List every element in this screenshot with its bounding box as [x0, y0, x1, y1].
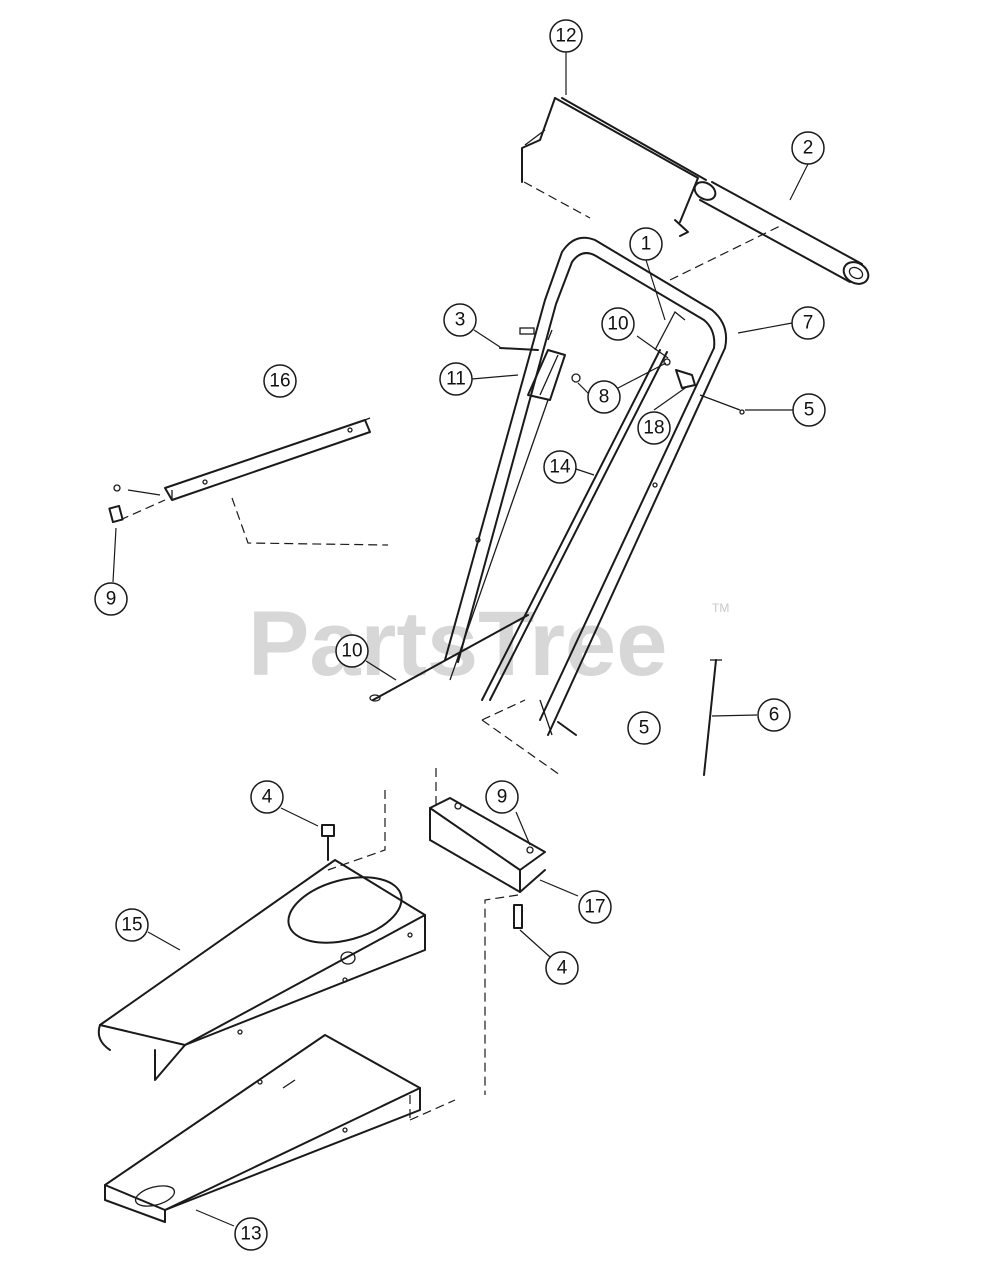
callout-10-lower: 10 [335, 634, 369, 668]
watermark-trademark: TM [712, 601, 729, 615]
svg-text:4: 4 [262, 787, 273, 808]
svg-text:16: 16 [269, 371, 290, 392]
leader-lines [112, 50, 809, 1227]
callout-8: 8 [587, 380, 621, 414]
callout-17: 17 [578, 890, 612, 924]
part-10-cable [369, 614, 529, 702]
svg-text:2: 2 [803, 138, 814, 159]
callout-3: 3 [443, 303, 477, 337]
svg-text:11: 11 [446, 369, 466, 390]
svg-text:10: 10 [341, 641, 362, 662]
callout-13: 13 [234, 1217, 268, 1251]
callout-10-upper: 10 [601, 307, 635, 341]
part-16-bar [108, 417, 389, 546]
svg-text:13: 13 [240, 1224, 261, 1245]
svg-text:10: 10 [607, 314, 628, 335]
svg-text:17: 17 [584, 897, 605, 918]
part-14-control-rod [449, 311, 686, 701]
svg-text:14: 14 [549, 457, 571, 478]
svg-text:7: 7 [803, 313, 814, 334]
part-5-lower-bolt [481, 699, 577, 776]
svg-text:8: 8 [599, 387, 610, 408]
callout-5-upper: 5 [792, 393, 826, 427]
callout-12: 12 [549, 19, 583, 53]
part-15-housing [97, 859, 426, 1081]
callout-4-lower: 4 [545, 951, 579, 985]
callout-18: 18 [637, 411, 671, 445]
callout-16: 16 [263, 364, 297, 398]
callout-5-lower: 5 [627, 711, 661, 745]
part-17-mount-bracket [429, 768, 546, 893]
svg-text:12: 12 [555, 26, 576, 47]
callout-1: 1 [629, 227, 663, 261]
part-12-bracket [521, 97, 707, 237]
part-11-control-bracket [499, 327, 581, 401]
callout-9-left: 9 [94, 582, 128, 616]
part-2-grip-tube [669, 181, 870, 285]
svg-text:1: 1 [641, 234, 652, 255]
svg-text:3: 3 [455, 310, 466, 331]
svg-text:4: 4 [557, 958, 568, 979]
svg-text:9: 9 [106, 589, 117, 610]
svg-text:5: 5 [804, 400, 815, 421]
part-13-base-pan [104, 1034, 456, 1223]
part-18-pivot [663, 358, 745, 415]
svg-text:5: 5 [639, 718, 650, 739]
callout-7: 7 [791, 306, 825, 340]
callout-9-right: 9 [485, 780, 519, 814]
callout-6: 6 [757, 698, 791, 732]
callout-4-upper: 4 [250, 780, 284, 814]
svg-text:6: 6 [769, 705, 780, 726]
callout-15: 15 [115, 908, 149, 942]
svg-text:9: 9 [497, 787, 508, 808]
callout-2: 2 [791, 131, 825, 165]
callout-14: 14 [543, 450, 577, 484]
svg-text:18: 18 [643, 418, 664, 439]
part-4-screws [321, 790, 523, 1095]
svg-text:15: 15 [121, 915, 142, 936]
part-6-bolt [703, 659, 722, 776]
watermark: PartsTree [248, 593, 667, 695]
callout-11: 11 [439, 362, 473, 396]
part-7-handle-frame [444, 236, 728, 736]
